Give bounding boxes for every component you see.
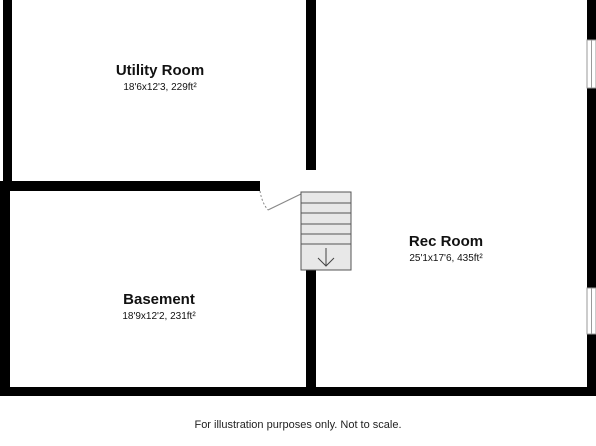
wall-right bbox=[587, 0, 596, 396]
wall-center-lower bbox=[306, 192, 316, 387]
wall-center-vertical bbox=[306, 0, 316, 170]
wall-divider-horizontal bbox=[0, 181, 260, 191]
walls bbox=[0, 0, 596, 396]
stairs bbox=[300, 191, 352, 271]
door-leaf bbox=[267, 192, 304, 211]
room-label-basement: Basement 18'9x12'2, 231ft² bbox=[59, 291, 259, 322]
room-name-rec: Rec Room bbox=[408, 233, 484, 250]
door-swing bbox=[259, 190, 304, 211]
room-dimensions-utility: 18'6x12'3, 229ft² bbox=[123, 82, 197, 93]
wall-basement-left bbox=[0, 185, 10, 395]
disclaimer-note: For illustration purposes only. Not to s… bbox=[194, 419, 402, 431]
room-label-utility: Utility Room 18'6x12'3, 229ft² bbox=[60, 62, 260, 93]
room-dimensions-basement: 18'9x12'2, 231ft² bbox=[122, 311, 196, 322]
wall-bottom bbox=[0, 387, 596, 396]
room-name-utility: Utility Room bbox=[115, 62, 205, 79]
wall-utility-left bbox=[3, 0, 12, 185]
stair-down-arrow-icon bbox=[317, 248, 335, 267]
room-dimensions-rec: 25'1x17'6, 435ft² bbox=[409, 253, 483, 264]
door-arc bbox=[259, 190, 269, 211]
room-name-basement: Basement bbox=[123, 291, 195, 308]
room-label-rec: Rec Room 25'1x17'6, 435ft² bbox=[346, 233, 546, 264]
